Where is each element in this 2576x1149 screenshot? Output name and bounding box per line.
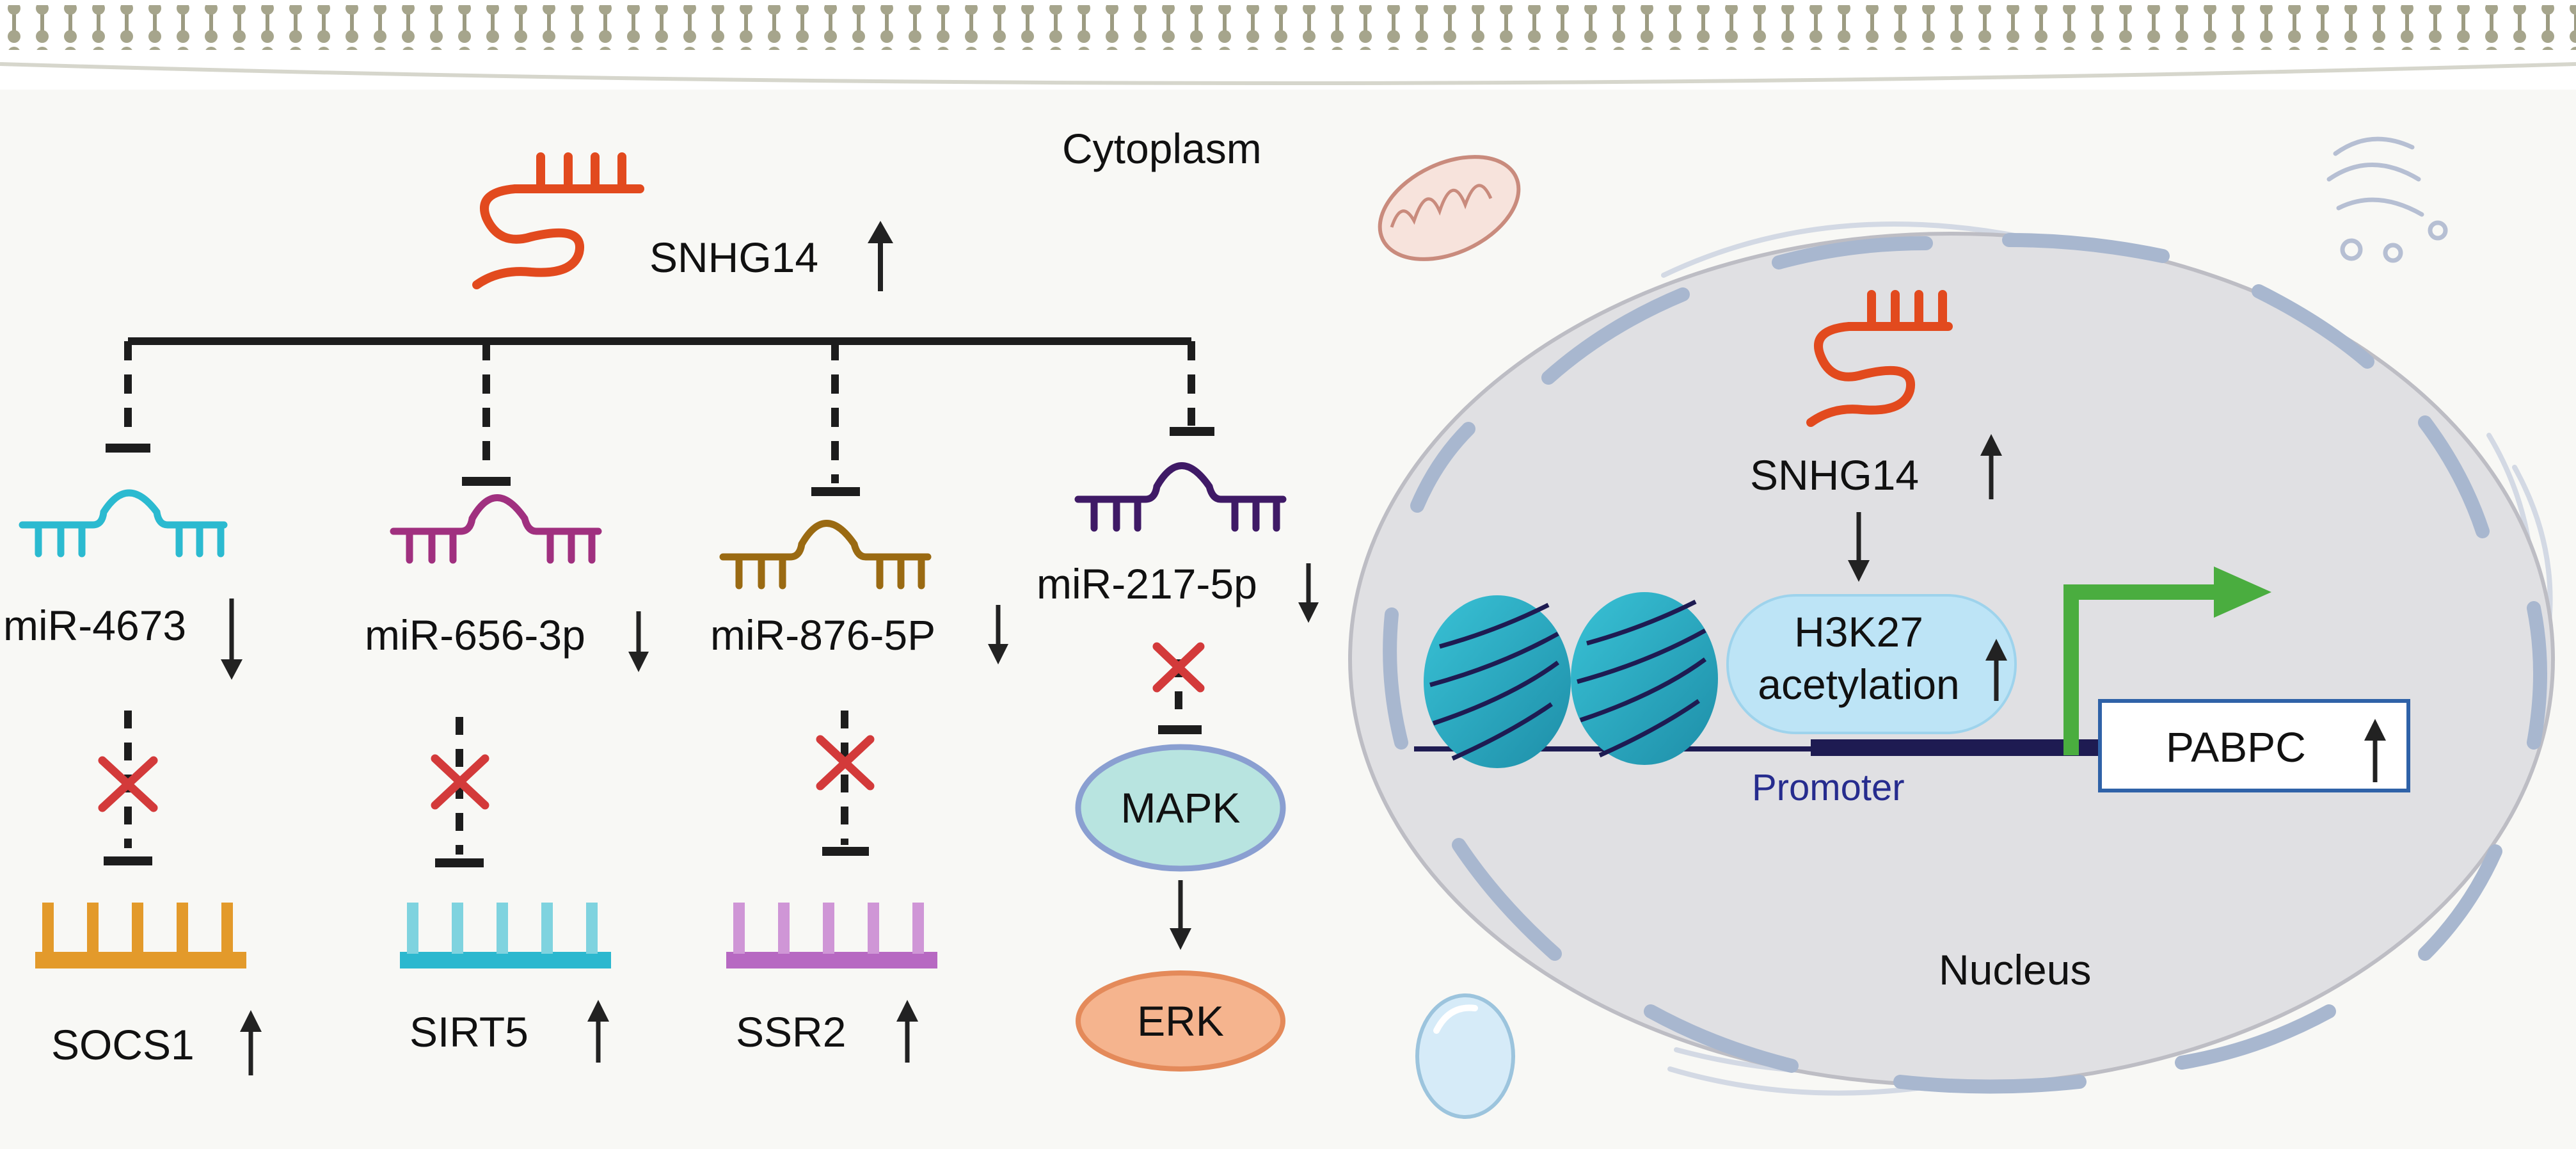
mitochondrion-icon — [1378, 155, 1521, 261]
socs1-mrna-icon — [35, 903, 246, 968]
cytoplasm-label: Cytoplasm — [1062, 125, 1262, 172]
acetylation-label: acetylation — [1758, 661, 1960, 708]
ssr2-label: SSR2 — [736, 1008, 846, 1056]
mir-217-5p-label: miR-217-5p — [1037, 560, 1257, 607]
transcription-start-arrow — [2063, 584, 2220, 755]
lncrna-snhg14-icon — [472, 152, 644, 289]
nuclear-envelope-pores — [1383, 233, 2547, 1094]
mir-4673-icon — [19, 489, 228, 558]
plasma-membrane-lipids — [0, 5, 2576, 50]
mapk-label: MAPK — [1120, 784, 1240, 832]
pabpc-label: PABPC — [2166, 723, 2306, 771]
mir-656-3p-label: miR-656-3p — [365, 611, 585, 659]
pabpc-up-arrow — [2364, 719, 2386, 782]
ssr2-mrna-icon — [726, 903, 937, 968]
nuclear-snhg14-label: SNHG14 — [1750, 451, 1919, 499]
h3k27-label: H3K27 — [1794, 608, 1923, 655]
target-up-arrows — [240, 1000, 918, 1075]
nucleosome-icon-2 — [1571, 592, 1718, 765]
h3k27-up-arrow — [1985, 639, 2007, 701]
blocked-inhibition-cross-icons — [98, 642, 1205, 812]
mir-217-5p-icon — [1074, 462, 1287, 532]
mir-876-5p-icon — [719, 520, 932, 590]
socs1-label: SOCS1 — [51, 1021, 195, 1068]
nucleosome-icon-1 — [1424, 595, 1571, 768]
sirt5-mrna-icon — [400, 903, 611, 968]
inhibition-bars-to-targets — [104, 725, 1202, 867]
mir-656-3p-icon — [390, 494, 602, 564]
vesicle-icon — [1415, 993, 1515, 1119]
mirna-down-arrows — [221, 563, 1319, 680]
nucleus-label: Nucleus — [1939, 946, 2091, 993]
inhibition-lines-to-mirnas — [124, 341, 1195, 483]
transcription-arrowhead — [2214, 566, 2271, 618]
promoter-label: Promoter — [1752, 767, 1905, 808]
h3k27-acetylation-node — [1726, 594, 2017, 734]
mapk-node — [1075, 744, 1286, 872]
snhg14-label: SNHG14 — [649, 234, 818, 281]
erk-label: ERK — [1137, 997, 1224, 1045]
erk-node — [1076, 970, 1285, 1072]
mapk-to-erk-arrow — [1170, 880, 1191, 950]
inhibition-bars-to-mirnas — [106, 427, 1214, 496]
sirt5-label: SIRT5 — [409, 1008, 529, 1056]
golgi-icon — [2326, 136, 2448, 263]
mir-876-5p-label: miR-876-5P — [710, 611, 935, 659]
membrane-edge — [0, 62, 2576, 85]
snhg14-to-h3k27-arrow — [1848, 512, 1870, 582]
mir-4673-label: miR-4673 — [3, 602, 186, 649]
pabpc-gene-box — [2098, 699, 2410, 792]
nuclear-snhg14-up-arrow — [1980, 434, 2002, 499]
nuclear-lncrna-snhg14-icon — [1806, 290, 1953, 427]
snhg14-up-arrow — [868, 221, 893, 291]
